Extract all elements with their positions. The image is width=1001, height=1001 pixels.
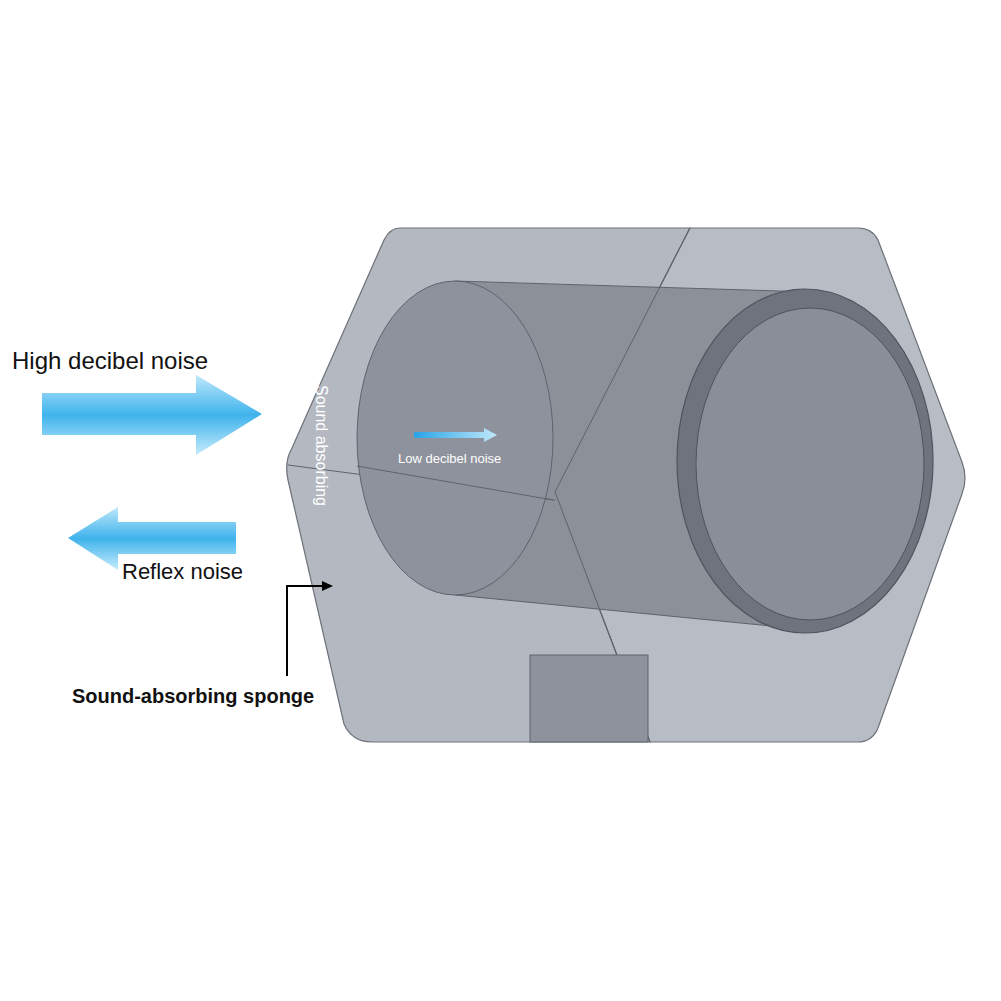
outlet-face xyxy=(696,308,924,620)
outlet-ring xyxy=(677,289,933,633)
inner-arrow xyxy=(414,428,497,442)
leader-line xyxy=(287,586,324,676)
sponge-label: Sound-absorbing sponge xyxy=(72,685,314,707)
inner-noise-label: Low decibel noise xyxy=(398,452,501,466)
material-label: Sound absorbing xyxy=(312,385,330,506)
inlet-face xyxy=(357,281,553,595)
incoming-arrow xyxy=(42,375,262,455)
leader-head xyxy=(322,581,333,591)
reflex-label: Reflex noise xyxy=(122,560,243,584)
stand xyxy=(530,655,648,742)
noise-label: High decibel noise xyxy=(12,348,208,374)
